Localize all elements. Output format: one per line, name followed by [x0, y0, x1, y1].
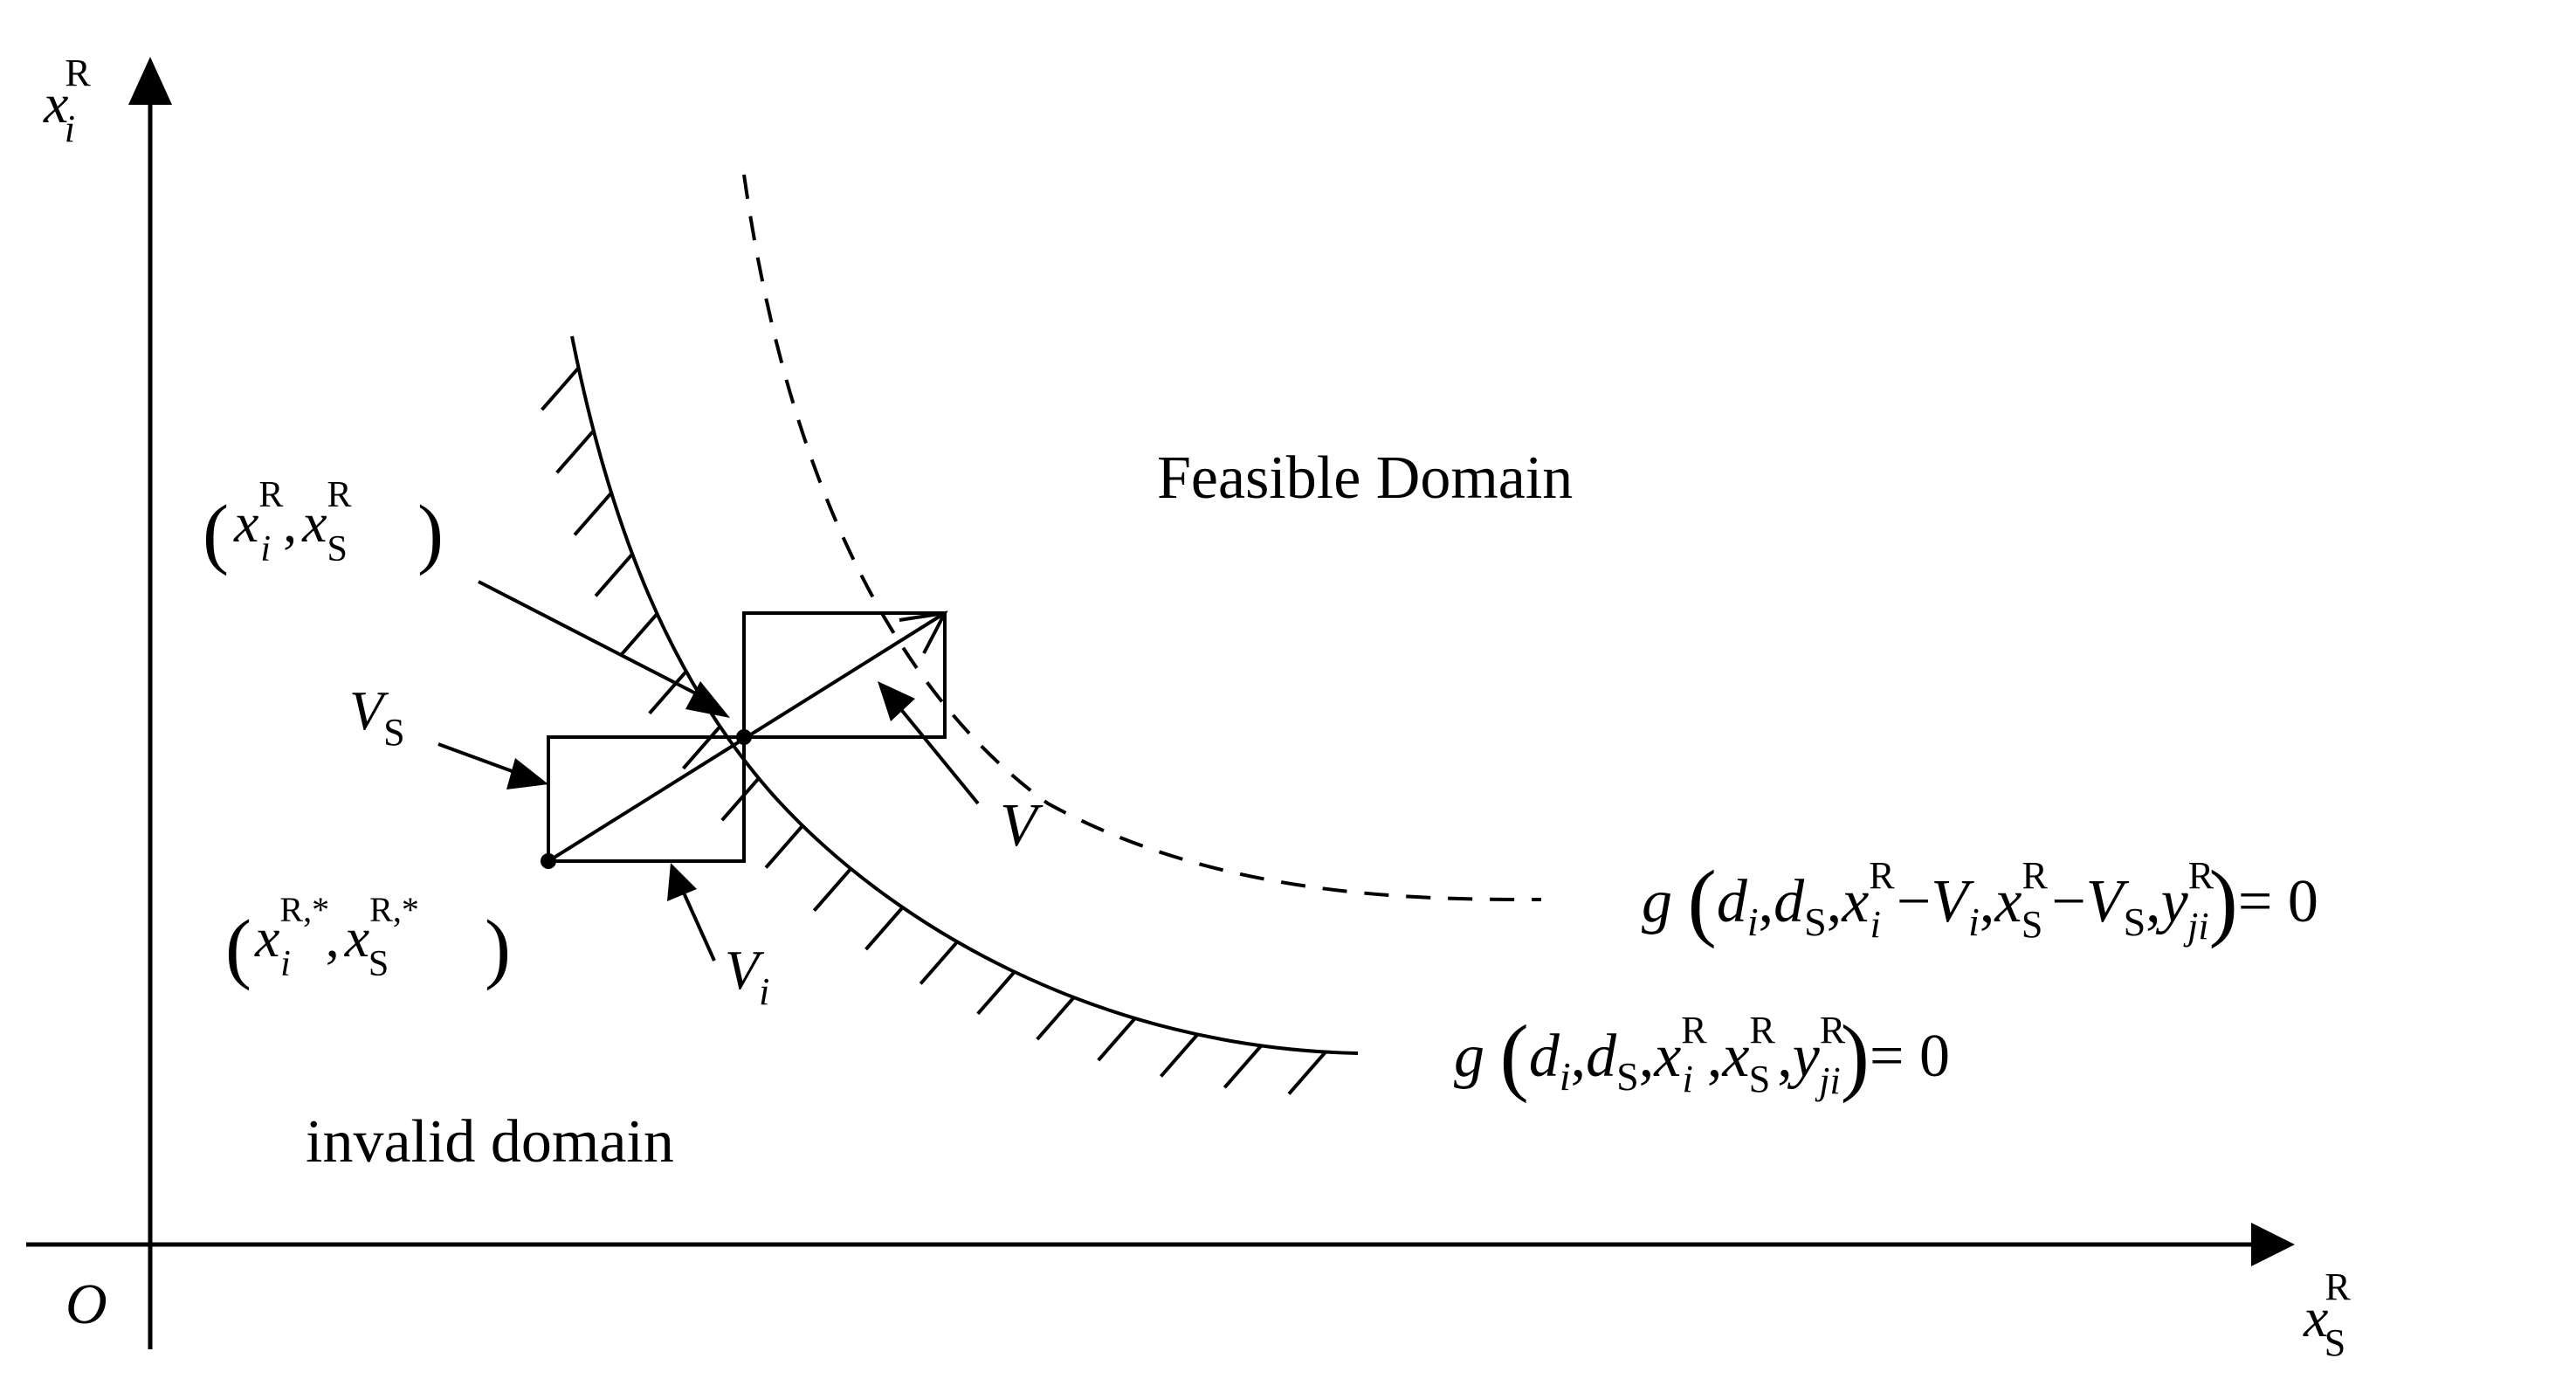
- hatch-mark: [618, 612, 658, 658]
- hatch-mark: [1287, 1051, 1327, 1095]
- pointer-to-vs-head: [506, 758, 548, 789]
- lower-rectangle: [547, 735, 746, 863]
- paren-open: (: [203, 490, 229, 576]
- y-axis-arrowhead: [128, 57, 172, 105]
- invalid-domain-label: invalid domain: [306, 1108, 674, 1176]
- hatch-mark: [541, 366, 581, 411]
- point-optimal: [541, 853, 556, 869]
- upper-rectangle: [742, 611, 947, 739]
- optimal-point-label: ( xR,*i,xR,*S ): [225, 890, 511, 991]
- hatch-mark: [648, 670, 688, 715]
- hatch-mark: [681, 725, 722, 770]
- point-boundary: [736, 729, 752, 745]
- hatch-mark: [976, 970, 1016, 1016]
- optimal-point-coords: xR,*i,xR,*S: [254, 890, 419, 984]
- pointer-to-vi-head: [667, 863, 697, 901]
- hatch-mark: [864, 906, 905, 951]
- pointer-to-v-head: [878, 681, 915, 721]
- vector-v-arrowhead: [899, 610, 948, 654]
- pointer-to-boundary-point-head: [685, 681, 730, 718]
- hatch-mark: [573, 492, 613, 536]
- feasible-domain-label: Feasible Domain: [1157, 445, 1573, 512]
- hatch-mark: [812, 867, 852, 913]
- hatch-mark: [1097, 1017, 1137, 1062]
- infeasible-hatching: [541, 366, 1327, 1095]
- solid-constraint-curve: [570, 335, 1359, 1055]
- pointer-to-vi: [681, 890, 716, 962]
- hatch-mark: [555, 429, 596, 474]
- pointer-to-boundary-point: [478, 580, 715, 705]
- hatch-mark: [594, 553, 634, 597]
- hatch-mark: [720, 776, 761, 822]
- hatch-mark: [764, 824, 804, 869]
- pointer-to-vs: [437, 742, 525, 777]
- pointer-arrows: [437, 580, 980, 962]
- hatch-mark: [1223, 1045, 1263, 1089]
- pointer-to-v: [898, 706, 980, 805]
- paren-close: ): [485, 905, 511, 991]
- hatch-mark: [919, 941, 959, 985]
- paren-close: ): [417, 490, 444, 576]
- vi-label: Vi: [725, 939, 769, 1013]
- paren-open: (: [225, 905, 251, 991]
- hatch-mark: [1159, 1033, 1199, 1078]
- axes: [26, 57, 2295, 1349]
- vs-label: VS: [349, 679, 405, 754]
- x-axis-arrowhead: [2251, 1223, 2295, 1266]
- v-label: V: [1000, 792, 1043, 859]
- origin-label: O: [65, 1272, 107, 1336]
- dashed-constraint-curve: [742, 174, 1542, 901]
- hatch-mark: [1036, 996, 1076, 1041]
